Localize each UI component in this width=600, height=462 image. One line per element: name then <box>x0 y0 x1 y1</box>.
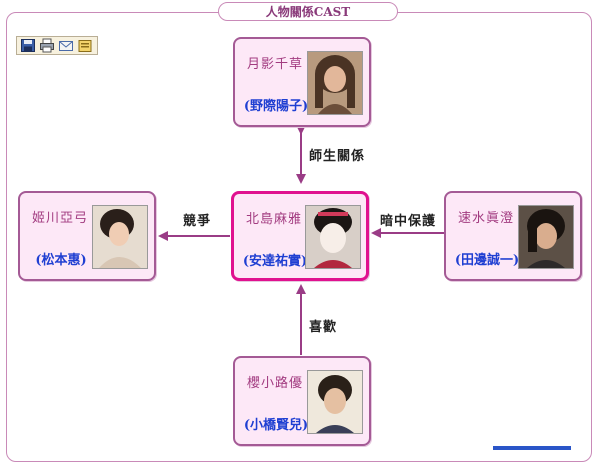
email-icon[interactable] <box>58 38 74 53</box>
relation-label-bottom: 喜歡 <box>309 320 338 335</box>
character-name: 櫻小路優 <box>246 376 303 391</box>
character-card-bottom: 櫻小路優 (小橋賢兒) <box>233 356 371 446</box>
character-card-top: 月影千草 (野際陽子) <box>233 37 371 127</box>
character-card-center: 北島麻雅 (安達祐實) <box>231 191 369 281</box>
character-name: 北島麻雅 <box>245 212 302 227</box>
character-card-right: 速水眞澄 (田邊誠一) <box>444 191 582 281</box>
scroll-indicator <box>493 446 571 450</box>
page-title: 人物關係CAST <box>218 2 398 21</box>
actor-name: (田邊誠一) <box>454 253 520 268</box>
print-icon[interactable] <box>39 38 55 53</box>
character-name: 速水眞澄 <box>457 211 514 226</box>
character-name: 月影千草 <box>246 57 303 72</box>
relation-label-left: 競爭 <box>183 214 212 229</box>
toolbar <box>16 36 98 55</box>
character-name: 姬川亞弓 <box>31 211 88 226</box>
portrait-photo <box>518 205 574 269</box>
character-card-left: 姬川亞弓 (松本惠) <box>18 191 156 281</box>
portrait-photo <box>307 370 363 434</box>
actor-name: (小橋賢兒) <box>243 418 309 433</box>
edit-icon[interactable] <box>77 38 93 53</box>
relation-arrows <box>158 125 445 355</box>
relation-label-top: 師生關係 <box>309 149 366 164</box>
portrait-photo <box>305 205 361 269</box>
save-icon[interactable] <box>20 38 36 53</box>
actor-name: (安達祐實) <box>242 254 308 269</box>
portrait-photo <box>92 205 148 269</box>
portrait-photo <box>307 51 363 115</box>
relation-label-right: 暗中保護 <box>380 214 437 229</box>
actor-name: (野際陽子) <box>243 99 309 114</box>
actor-name: (松本惠) <box>35 253 87 268</box>
